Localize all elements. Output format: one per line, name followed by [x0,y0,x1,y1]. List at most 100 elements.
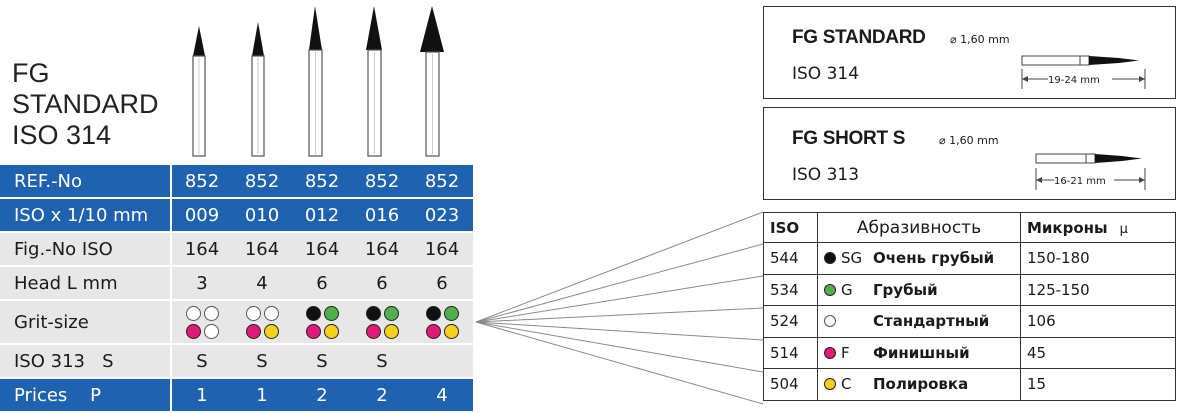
cell: 6 [316,272,328,294]
legend-iso: 544 [763,242,818,275]
row-iso-size: ISO x 1/10 mm 009 010 012 016 023 [0,199,473,233]
title-line-2: STANDARD [12,89,159,119]
legend-iso: 524 [763,305,818,338]
grit-cell [172,301,232,343]
cell: 2 [376,384,388,406]
legend-iso: 514 [763,336,818,369]
cell: 4 [436,384,448,406]
grit-dot-black [425,305,441,321]
grit-dot-white [185,305,201,321]
grit-dot-yellow [263,323,279,339]
cell: 164 [184,238,220,260]
shank-box-short: FG SHORT S ⌀ 1,60 mm ISO 313 16-21 mm [763,107,1176,200]
grit-dot-black [305,305,321,321]
row-prices: Prices P 1 1 2 2 4 [0,379,473,413]
grit-dot-yellow [824,378,836,391]
legend-code: F [841,343,850,362]
legend-code: SG [841,249,863,268]
cell: 852 [244,170,280,192]
bur-drawing-010 [251,22,265,157]
cell: 852 [364,170,400,192]
shank-diameter: ⌀ 1,60 mm [939,134,999,147]
cell: 009 [184,204,220,226]
grit-dot-black [824,252,836,265]
cell: 2 [316,384,328,406]
grit-cell [412,301,472,343]
row-iso-313: ISO 313 S S S S S [0,345,473,379]
grit-dot-white [203,305,219,321]
specification-table: REF.-No 852 852 852 852 852 ISO x 1/10 m… [0,165,473,413]
bur-drawing-009 [192,26,206,157]
legend-abrasive: SG Очень грубый [817,242,1021,275]
legend-abrasive: G Грубый [817,273,1021,306]
legend-code: C [841,375,852,394]
grit-dot-green [824,283,836,296]
row-label: ISO 313 S [0,345,172,377]
cell: 6 [436,272,448,294]
cell: 852 [184,170,220,192]
grit-dot-white [263,305,279,321]
bur-drawing-016 [366,6,382,157]
grit-dot-black [365,305,381,321]
cell: 016 [364,204,400,226]
microns-label: Микроны [1027,218,1108,237]
cell: 012 [304,204,340,226]
cell: 1 [256,384,268,406]
bur-drawing-012 [308,6,323,157]
legend-grade-name: Очень грубый [873,249,995,268]
legend-code: G [841,280,853,299]
grit-dot-yellow [323,323,339,339]
row-grit-size: Grit-size [0,301,473,345]
cell: 164 [364,238,400,260]
row-label: REF.-No [0,165,172,197]
cell: 852 [304,170,340,192]
grit-cell [352,301,412,343]
row-fig-no: Fig.-No ISO 164 164 164 164 164 [0,233,473,267]
legend-grade-name: Стандартный [873,312,990,331]
shank-bur-diagram [1035,153,1146,190]
row-ref-no: REF.-No 852 852 852 852 852 [0,165,473,199]
cell: 3 [196,272,208,294]
legend-microns: 150-180 [1020,242,1176,275]
shank-length: 16-21 mm [1054,176,1106,187]
bur-drawing-023 [420,6,444,157]
row-label: Grit-size [0,301,172,343]
grit-dot-green [443,305,459,321]
cell: 6 [376,272,388,294]
cell: 164 [244,238,280,260]
grit-dot-pink [185,323,201,339]
shank-length: 19-24 mm [1048,75,1100,86]
grit-dot-white [245,305,261,321]
grit-dot-yellow [383,323,399,339]
shank-bur-diagram [1021,55,1146,89]
row-label: ISO x 1/10 mm [0,199,172,231]
bur-illustrations [192,6,444,157]
legend-microns: 45 [1020,336,1176,369]
row-label: Prices P [0,379,172,411]
row-label: Head L mm [0,267,172,299]
shank-iso: ISO 314 [792,64,860,84]
legend-abrasive: F Финишный [817,336,1021,369]
legend-iso: 504 [763,368,818,401]
legend-grade-name: Финишный [873,343,970,362]
title-line-1: FG [12,58,50,88]
title-line-3: ISO 314 [12,120,112,150]
grit-dot-pink [245,323,261,339]
grit-dot-pink [824,346,836,359]
legend-microns: 15 [1020,368,1176,401]
grit-dot-green [383,305,399,321]
grit-dot-pink [365,323,381,339]
legend-abrasive: Стандартный [817,305,1021,338]
cell: 4 [256,272,268,294]
shank-diameter: ⌀ 1,60 mm [950,33,1010,46]
cell: S [316,350,328,372]
legend-grade-name: Грубый [873,280,938,299]
shank-iso: ISO 313 [792,165,860,185]
grit-dot-white [824,315,836,328]
shank-name: FG SHORT S [792,128,906,149]
